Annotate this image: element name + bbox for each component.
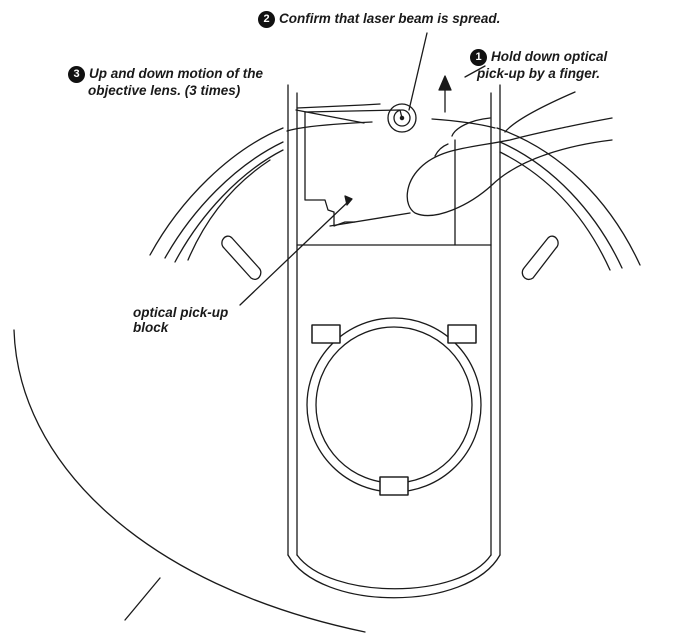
slot-left — [221, 235, 262, 280]
objective-lens-inner — [393, 109, 411, 127]
callout-step-3-line1: Up and down motion of the — [89, 66, 263, 82]
center-ring — [306, 317, 482, 496]
turntable-arc-right — [496, 127, 641, 266]
optical-pickup-block — [296, 103, 492, 246]
leader-step1 — [464, 65, 486, 78]
leader-step3 — [295, 109, 365, 124]
slot-right — [521, 235, 559, 281]
chassis-bottom-arc — [296, 554, 492, 590]
objective-lens-outer — [387, 103, 417, 133]
step-1-badge: 1 — [470, 49, 487, 66]
leader-step2 — [408, 32, 428, 111]
leader-block — [239, 199, 351, 306]
turntable-arc-left-inner — [164, 141, 284, 259]
callout-pickup-block-line2: block — [133, 320, 169, 335]
turntable-arc-left — [149, 127, 284, 256]
callout-pickup-block-line1: optical pick-up — [133, 305, 229, 320]
step-2-badge: 2 — [258, 11, 275, 28]
callout-step-2-line1: Confirm that laser beam is spread. — [279, 11, 501, 27]
callout-step-1-line2: pick-up by a finger. — [477, 66, 601, 81]
disc-arc — [13, 329, 366, 633]
turntable-arc-right-inner — [499, 141, 623, 269]
callout-step-3-line2: objective lens. (3 times) — [88, 83, 241, 98]
callout-step-1-line1: Hold down optical — [491, 49, 608, 65]
callout-pickup-block: optical pick-up block — [133, 305, 228, 335]
step-3-badge: 3 — [68, 66, 85, 83]
finger-drawing — [406, 91, 613, 217]
